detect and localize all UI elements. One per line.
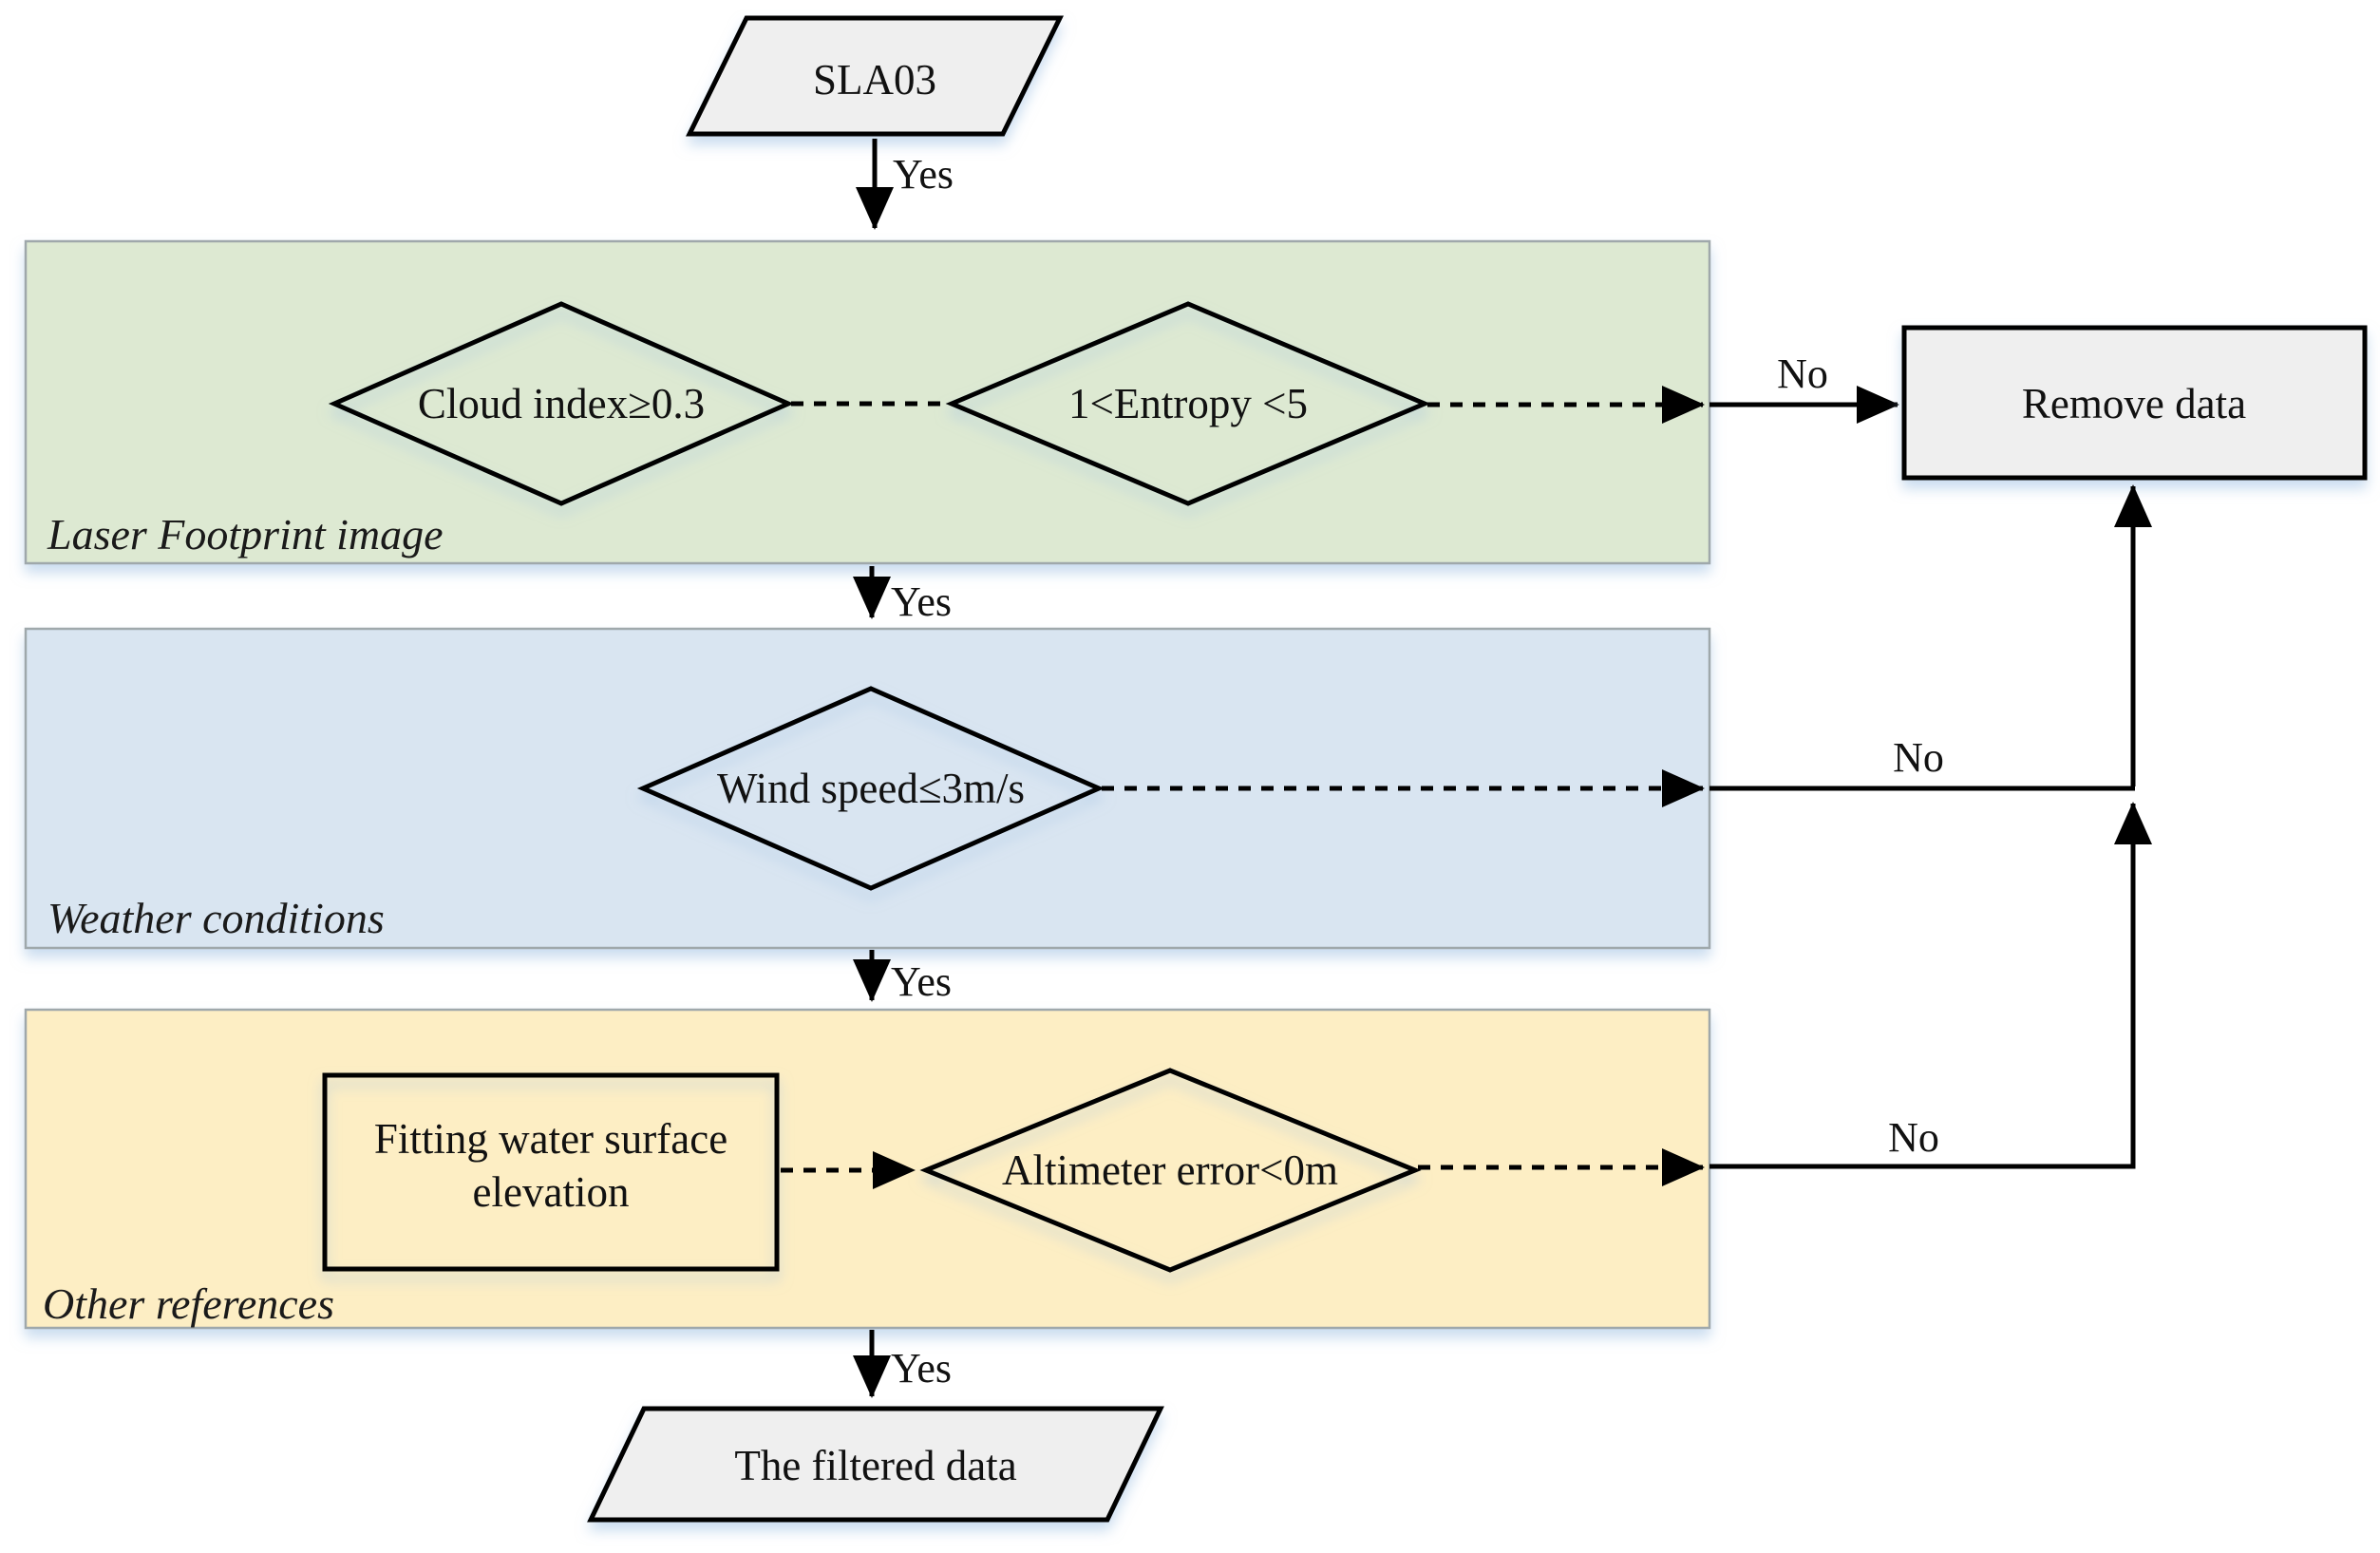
- other-references-section-label: Other references: [43, 1279, 334, 1328]
- end-terminal-parallelogram: [587, 1406, 1164, 1523]
- edge-label-yes-2: Yes: [891, 578, 952, 625]
- process-fitting-label-line1: Fitting water surface: [374, 1115, 727, 1163]
- start-terminal-parallelogram: [685, 15, 1065, 137]
- decision-wind-speed-label: Wind speed≤3m/s: [717, 765, 1025, 812]
- decision-cloud-index-diamond: [328, 301, 795, 506]
- start-terminal-label: SLA03: [813, 56, 936, 104]
- edge-label-yes-1: Yes: [893, 151, 954, 198]
- edge-label-no-3: No: [1888, 1114, 1939, 1161]
- remove-data-box: [1901, 325, 2368, 481]
- decision-altimeter-diamond: [919, 1068, 1422, 1273]
- decision-altimeter-label: Altimeter error<0m: [1002, 1146, 1338, 1194]
- weather-conditions-section-label: Weather conditions: [47, 894, 385, 942]
- process-fitting-label-line2: elevation: [473, 1168, 630, 1216]
- edge-label-no-1: No: [1777, 350, 1828, 397]
- end-terminal-label: The filtered data: [734, 1442, 1016, 1489]
- remove-data-label: Remove data: [2022, 380, 2246, 427]
- decision-entropy-diamond: [945, 301, 1431, 506]
- process-fitting-box: [322, 1072, 780, 1272]
- edge-altimeter-no-solid: [1709, 802, 2152, 1169]
- edge-label-no-2: No: [1893, 734, 1944, 781]
- laser-footprint-section-label: Laser Footprint image: [47, 510, 444, 559]
- edge-label-yes-3: Yes: [891, 958, 952, 1005]
- decision-entropy-label: 1<Entropy <5: [1068, 380, 1308, 427]
- decision-wind-speed-diamond: [636, 686, 1105, 891]
- edge-label-yes-4: Yes: [891, 1345, 952, 1392]
- decision-cloud-index-label: Cloud index≥0.3: [418, 380, 705, 427]
